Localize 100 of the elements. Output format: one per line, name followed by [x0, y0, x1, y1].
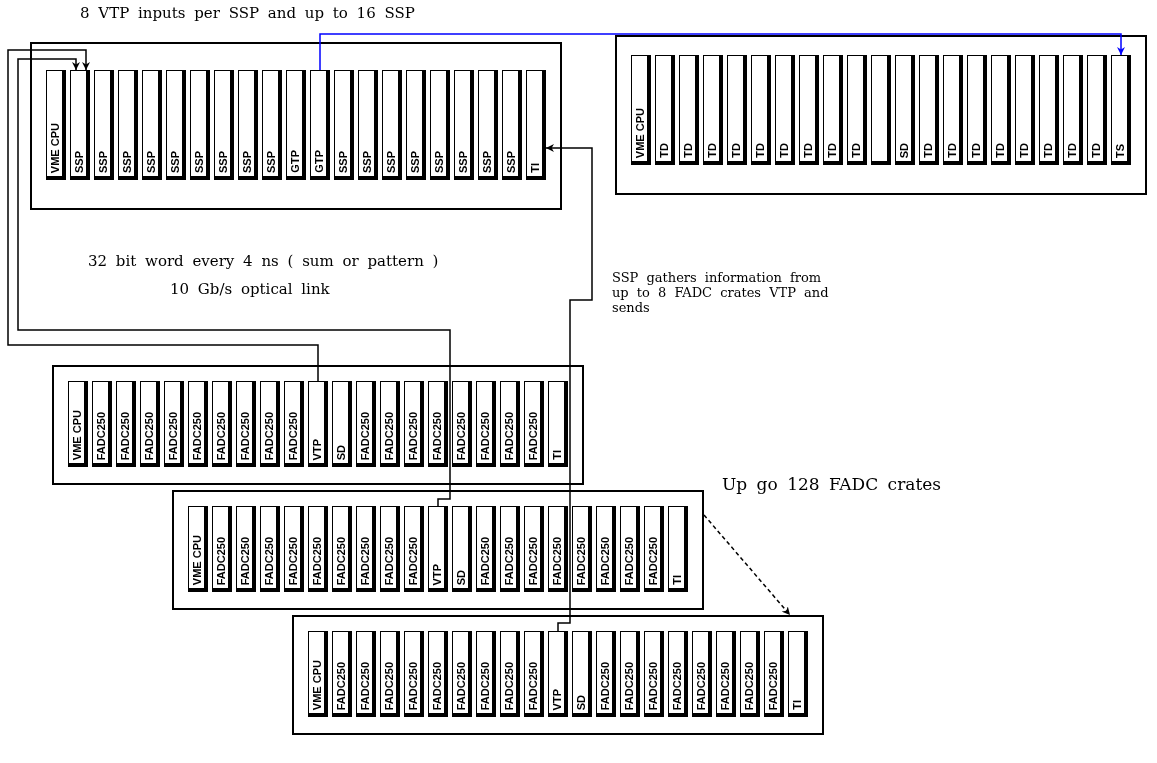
module-label: FADC250: [118, 411, 131, 460]
module-label: VME CPU: [310, 659, 323, 710]
module-board: [238, 70, 258, 180]
module-label: SSP: [144, 151, 157, 173]
module-label: SSP: [504, 151, 517, 173]
module-label: FADC250: [694, 661, 707, 710]
crate-frame: [172, 490, 704, 610]
module-board: [1087, 55, 1107, 165]
note-text: 8 VTP inputs per SSP and up to 16 SSP: [80, 4, 415, 22]
module-board: [118, 70, 138, 180]
module-board: [919, 55, 939, 165]
module-board: [478, 70, 498, 180]
module-label: GTP: [288, 150, 301, 173]
module-label: VTP: [430, 563, 443, 585]
module-label: FADC250: [718, 661, 731, 710]
module-label: FADC250: [262, 411, 275, 460]
module-board: [260, 506, 280, 592]
module-label: FADC250: [94, 411, 107, 460]
module-board: [620, 631, 640, 717]
module-label: SSP: [408, 151, 421, 173]
module-label: FADC250: [406, 661, 419, 710]
module-board: [476, 381, 496, 467]
module-board: [212, 381, 232, 467]
module-label: FADC250: [382, 661, 395, 710]
module-board: [286, 70, 306, 180]
module-board: [332, 631, 352, 717]
module-board: [260, 381, 280, 467]
module-board: [358, 70, 378, 180]
module-label: SSP: [336, 151, 349, 173]
module-board: [500, 506, 520, 592]
module-board: [644, 506, 664, 592]
module-label: SSP: [456, 151, 469, 173]
module-label: FADC250: [382, 536, 395, 585]
module-label: VME CPU: [48, 122, 61, 173]
note-text: Up go 128 FADC crates: [722, 474, 942, 494]
module-board: [308, 381, 328, 467]
module-label: SSP: [192, 151, 205, 173]
module-label: FADC250: [382, 411, 395, 460]
module-label: TD: [657, 143, 670, 158]
module-label: FADC250: [406, 411, 419, 460]
module-label: FADC250: [502, 411, 515, 460]
module-label: SSP: [96, 151, 109, 173]
module-label: TD: [969, 143, 982, 158]
module-board: [188, 381, 208, 467]
module-board: [262, 70, 282, 180]
module-label: FADC250: [166, 411, 179, 460]
module-label: FADC250: [766, 661, 779, 710]
module-board: [1063, 55, 1083, 165]
module-board: [524, 381, 544, 467]
module-label: FADC250: [622, 661, 635, 710]
module-label: FADC250: [334, 536, 347, 585]
module-label: SSP: [168, 151, 181, 173]
module-label: FADC250: [238, 536, 251, 585]
module-label: FADC250: [574, 536, 587, 585]
module-board: [727, 55, 747, 165]
module-board: [775, 55, 795, 165]
module-label: TD: [777, 143, 790, 158]
module-board: [116, 381, 136, 467]
module-label: TI: [790, 700, 803, 710]
module-label: FADC250: [142, 411, 155, 460]
module-label: FADC250: [358, 661, 371, 710]
module-label: TI: [528, 163, 541, 173]
module-label: FADC250: [214, 411, 227, 460]
module-board: [500, 381, 520, 467]
module-board: [692, 631, 712, 717]
module-label: SSP: [120, 151, 133, 173]
module-board: [524, 506, 544, 592]
module-board: [548, 506, 568, 592]
module-board: [430, 70, 450, 180]
module-label: FADC250: [646, 536, 659, 585]
crate-frame: [30, 42, 562, 210]
module-label: FADC250: [430, 411, 443, 460]
module-label: TD: [825, 143, 838, 158]
module-board: [572, 631, 592, 717]
module-board: [452, 631, 472, 717]
module-board: [476, 506, 496, 592]
module-label: TD: [753, 143, 766, 158]
module-label: FADC250: [238, 411, 251, 460]
module-board: [740, 631, 760, 717]
module-board: [452, 381, 472, 467]
module-label: FADC250: [334, 661, 347, 710]
module-board: [703, 55, 723, 165]
module-board: [404, 506, 424, 592]
module-label: TD: [993, 143, 1006, 158]
module-board: [404, 381, 424, 467]
module-board: [548, 381, 568, 467]
module-label: TD: [1041, 143, 1054, 158]
module-board: [679, 55, 699, 165]
module-label: FADC250: [358, 411, 371, 460]
module-board: [788, 631, 808, 717]
module-label: VME CPU: [70, 409, 83, 460]
module-label: FADC250: [454, 411, 467, 460]
module-label: SD: [574, 694, 587, 710]
module-label: FADC250: [286, 411, 299, 460]
module-board: [356, 381, 376, 467]
module-label: TD: [945, 143, 958, 158]
module-board: [452, 506, 472, 592]
module-label: FADC250: [550, 536, 563, 585]
module-board: [284, 381, 304, 467]
module-board: [68, 381, 88, 467]
